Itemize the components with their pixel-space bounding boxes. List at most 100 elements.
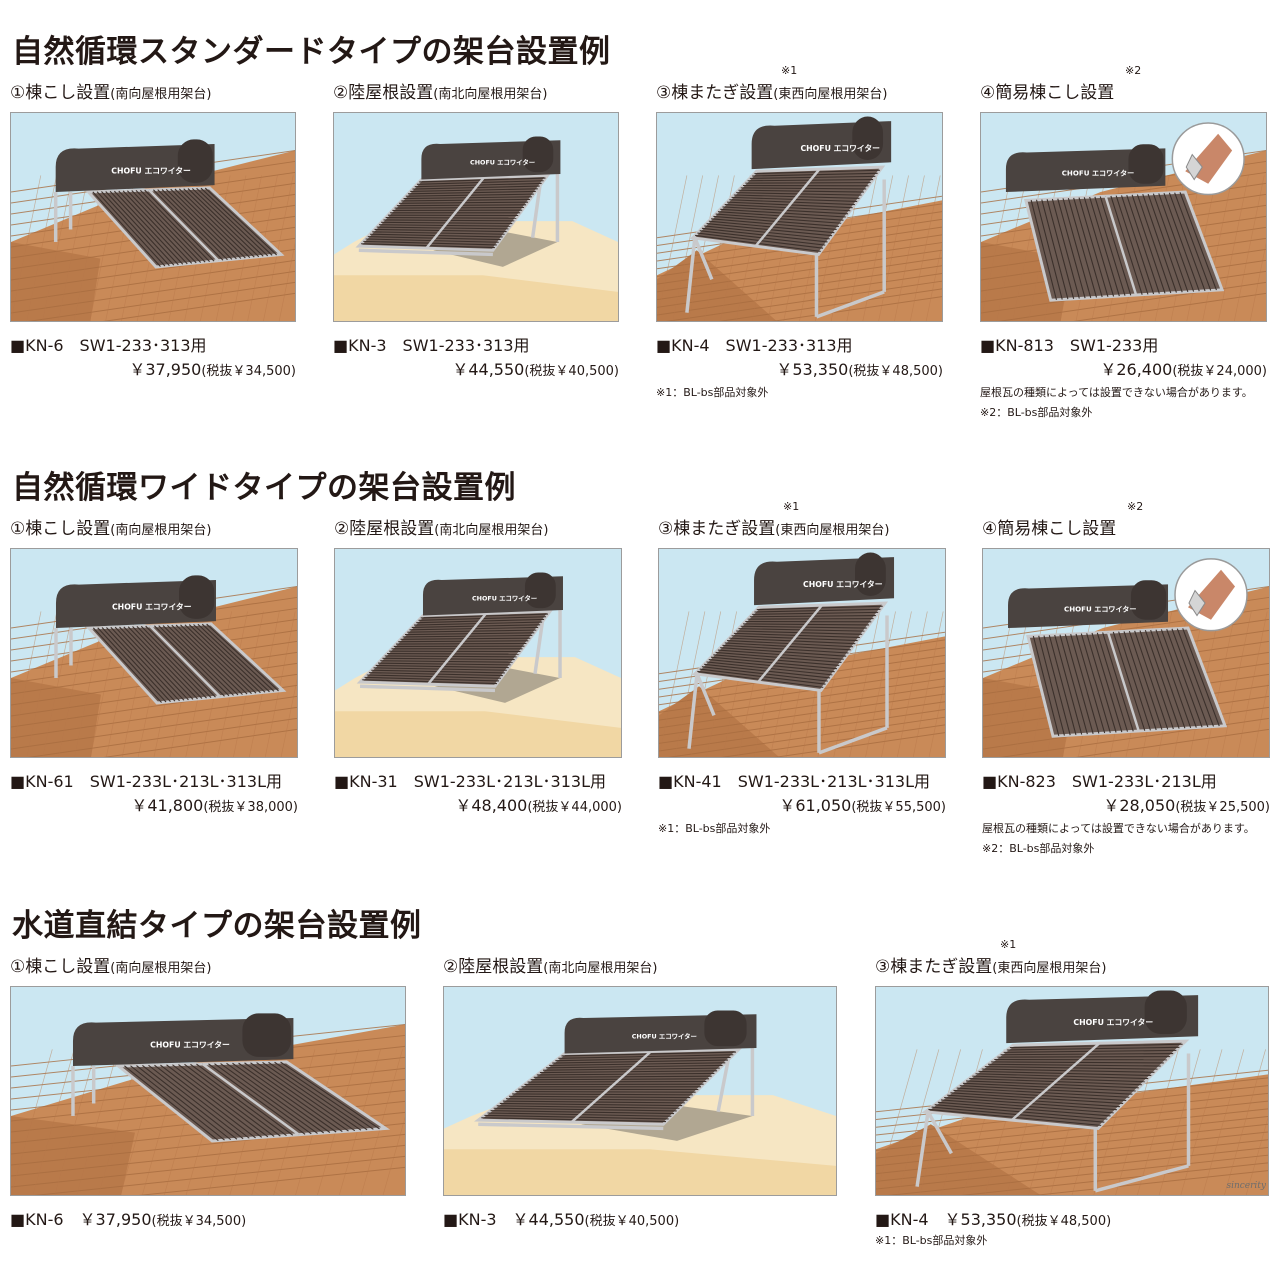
install-type-name: ②陸屋根設置 [443, 957, 544, 977]
install-type-label: ②陸屋根設置(南北向屋根用架台) [443, 952, 657, 977]
model-code-text: ■KN-3 ￥44,550 [443, 1210, 585, 1229]
section-title: 水道直結タイプの架台設置例 [12, 908, 422, 944]
model-code-text: ■KN-6 ￥37,950 [10, 1210, 152, 1229]
tax-excluded-price: (税抜￥40,500) [524, 364, 619, 379]
watermark: sincerity [1226, 1181, 1266, 1191]
install-example-card: ②陸屋根設置(南北向屋根用架台) CHOFU エコワイター ■KN-31 SW1-… [334, 514, 622, 834]
footnote: ※2：BL-bs部品対象外 [980, 406, 1093, 419]
installation-illustration: CHOFU エコワイター [658, 548, 946, 758]
roof-orientation-note: (南向屋根用架台) [110, 961, 212, 976]
model-code: ■KN-31 SW1-233L･213L･313L用 [334, 768, 606, 792]
install-type-label: ①棟こし設置(南向屋根用架台) [10, 952, 211, 977]
tax-excluded-price: (税抜￥44,000) [527, 800, 622, 815]
install-type-name: ②陸屋根設置 [333, 83, 434, 103]
section-1: 自然循環スタンダードタイプの架台設置例 ①棟こし設置(南向屋根用架台) CHOFU… [0, 26, 1280, 419]
install-example-card: ②陸屋根設置(南北向屋根用架台) CHOFU エコワイター ■KN-3 SW1-2… [333, 78, 619, 398]
roof-orientation-note: (東西向屋根用架台) [773, 87, 888, 102]
model-code: ■KN-4 SW1-233･313用 [656, 332, 853, 356]
section-title: 自然循環スタンダードタイプの架台設置例 [12, 34, 611, 70]
tax-excluded-price: (税抜￥24,000) [1172, 364, 1267, 379]
install-type-label: ④簡易棟こし設置 [980, 78, 1114, 103]
roof-orientation-note: (南北向屋根用架台) [434, 523, 549, 538]
footnote-mark: ※2 [1125, 64, 1142, 77]
price: ￥61,050(税抜￥55,500) [658, 792, 946, 816]
price-value: ￥48,400 [455, 796, 528, 815]
section-3: 水道直結タイプの架台設置例 ①棟こし設置(南向屋根用架台) CHOFU エコワイタ… [0, 900, 1280, 1280]
tax-excluded-price: (税抜￥48,500) [848, 364, 943, 379]
footnote: 屋根瓦の種類によっては設置できない場合があります。 [982, 822, 1255, 835]
install-example-card: ③棟またぎ設置(東西向屋根用架台)※1 CHOFU エコワイター ■KN-4 SW… [656, 64, 943, 399]
footnote-mark: ※1 [783, 500, 800, 513]
model-code-text: ■KN-3 SW1-233･313用 [333, 336, 530, 355]
price-value: ￥26,400 [1100, 360, 1173, 379]
installation-illustration: CHOFU エコワイター [10, 112, 296, 322]
footnote-mark: ※2 [1127, 500, 1144, 513]
footnote: 屋根瓦の種類によっては設置できない場合があります。 [980, 386, 1253, 399]
roof-orientation-note: (南北向屋根用架台) [433, 87, 548, 102]
model-code: ■KN-41 SW1-233L･213L･313L用 [658, 768, 930, 792]
install-type-name: ④簡易棟こし設置 [980, 83, 1115, 103]
svg-text:CHOFU エコワイター: CHOFU エコワイター [632, 1032, 697, 1041]
footnote-mark: ※1 [781, 64, 798, 77]
roof-orientation-note: (東西向屋根用架台) [992, 961, 1107, 976]
model-code-text: ■KN-6 SW1-233･313用 [10, 336, 207, 355]
svg-text:CHOFU エコワイター: CHOFU エコワイター [1073, 1017, 1153, 1027]
tax-excluded-price: (税抜￥38,000) [203, 800, 298, 815]
roof-orientation-note: (南向屋根用架台) [110, 523, 212, 538]
model-code-text: ■KN-61 SW1-233L･213L･313L用 [10, 772, 283, 791]
svg-text:CHOFU エコワイター: CHOFU エコワイター [472, 594, 537, 603]
install-type-label: ③棟またぎ設置(東西向屋根用架台) [656, 78, 887, 103]
roof-orientation-note: (東西向屋根用架台) [775, 523, 890, 538]
footnote: ※1：BL-bs部品対象外 [656, 386, 769, 399]
svg-text:CHOFU エコワイター: CHOFU エコワイター [803, 579, 883, 589]
tax-excluded-price: (税抜￥25,500) [1175, 800, 1270, 815]
install-type-label: ①棟こし設置(南向屋根用架台) [10, 78, 211, 103]
install-type-label: ③棟またぎ設置(東西向屋根用架台) [658, 514, 889, 539]
model-code-text: ■KN-4 ￥53,350 [875, 1210, 1017, 1229]
installation-illustration: CHOFU エコワイター [333, 112, 619, 322]
svg-text:CHOFU エコワイター: CHOFU エコワイター [1064, 604, 1136, 613]
footnote: ※1：BL-bs部品対象外 [658, 822, 771, 835]
price-value: ￥37,950 [129, 360, 202, 379]
install-example-card: ①棟こし設置(南向屋根用架台) CHOFU エコワイター■KN-61 SW1-2… [10, 514, 298, 834]
svg-text:CHOFU エコワイター: CHOFU エコワイター [150, 1040, 230, 1050]
install-example-card: ①棟こし設置(南向屋根用架台) CHOFU エコワイター ■KN-6 SW1-23… [10, 78, 296, 398]
price-value: ￥53,350 [776, 360, 849, 379]
price-value: ￥41,800 [131, 796, 204, 815]
install-example-card: ③棟またぎ設置(東西向屋根用架台)※1 CHOFU エコワイター ■KN-41 S… [658, 500, 946, 835]
model-code: ■KN-3 ￥44,550(税抜￥40,500) [443, 1206, 679, 1230]
model-code-text: ■KN-823 SW1-233L･213L用 [982, 772, 1217, 791]
installation-illustration: CHOFU エコワイター [656, 112, 943, 322]
section-title: 自然循環ワイドタイプの架台設置例 [12, 470, 516, 506]
tax-excluded-price: (税抜￥55,500) [851, 800, 946, 815]
price: ￥37,950(税抜￥34,500) [10, 356, 296, 380]
install-example-card: ②陸屋根設置(南北向屋根用架台) CHOFU エコワイター ■KN-3 ￥44,5… [443, 952, 837, 1272]
install-type-name: ②陸屋根設置 [334, 519, 435, 539]
model-code-text: ■KN-813 SW1-233用 [980, 336, 1159, 355]
model-code: ■KN-3 SW1-233･313用 [333, 332, 530, 356]
price: ￥26,400(税抜￥24,000) [980, 356, 1267, 380]
svg-text:CHOFU エコワイター: CHOFU エコワイター [112, 602, 192, 612]
price: ￥53,350(税抜￥48,500) [656, 356, 943, 380]
svg-text:CHOFU エコワイター: CHOFU エコワイター [111, 166, 191, 176]
tax-excluded-price: (税抜￥34,500) [201, 364, 296, 379]
price: ￥41,800(税抜￥38,000) [10, 792, 298, 816]
model-code: ■KN-4 ￥53,350(税抜￥48,500) [875, 1206, 1111, 1230]
svg-text:CHOFU エコワイター: CHOFU エコワイター [470, 158, 535, 167]
model-code: ■KN-6 ￥37,950(税抜￥34,500) [10, 1206, 246, 1230]
svg-text:CHOFU エコワイター: CHOFU エコワイター [800, 143, 880, 153]
price-value: ￥44,550 [452, 360, 525, 379]
price: ￥48,400(税抜￥44,000) [334, 792, 622, 816]
footnote: ※1：BL-bs部品対象外 [875, 1234, 988, 1247]
model-code-text: ■KN-41 SW1-233L･213L･313L用 [658, 772, 931, 791]
install-type-name: ④簡易棟こし設置 [982, 519, 1117, 539]
install-type-label: ④簡易棟こし設置 [982, 514, 1116, 539]
installation-illustration: CHOFU エコワイター [875, 986, 1269, 1196]
price: ￥28,050(税抜￥25,500) [982, 792, 1270, 816]
svg-text:CHOFU エコワイター: CHOFU エコワイター [1062, 168, 1134, 177]
install-example-card: ①棟こし設置(南向屋根用架台) CHOFU エコワイター ■KN-6 ￥37,95… [10, 952, 406, 1272]
tax-excluded-price: (税抜￥40,500) [584, 1214, 680, 1229]
section-2: 自然循環ワイドタイプの架台設置例 ①棟こし設置(南向屋根用架台) CHOFU エコ… [0, 462, 1280, 855]
